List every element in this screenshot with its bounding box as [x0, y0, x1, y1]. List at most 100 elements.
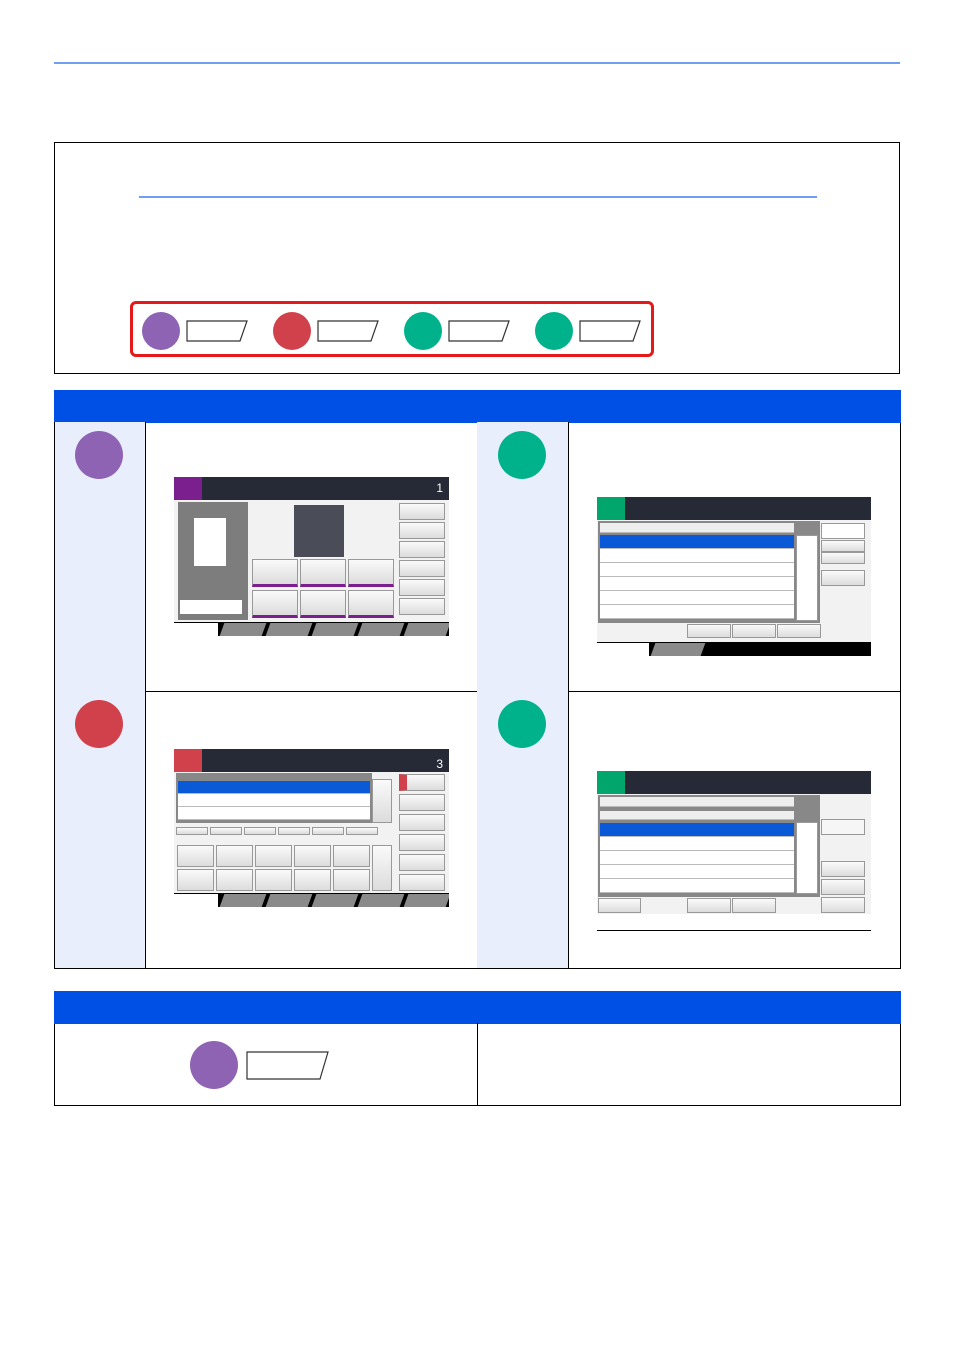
side-button[interactable]	[399, 774, 445, 791]
key-label-shape	[186, 320, 248, 342]
side-button[interactable]	[399, 541, 445, 558]
path-field	[600, 797, 794, 807]
bottom-button[interactable]	[777, 624, 821, 638]
side-button[interactable]	[821, 552, 865, 564]
preview-button[interactable]	[180, 600, 242, 614]
option-button[interactable]	[244, 827, 276, 835]
panel-rule	[139, 196, 817, 198]
destination-button[interactable]	[177, 845, 214, 867]
document-box-screen	[597, 497, 871, 656]
list-item[interactable]	[600, 591, 794, 605]
side-button[interactable]	[821, 819, 865, 835]
destination-button[interactable]	[294, 845, 331, 867]
tab[interactable]	[219, 623, 267, 636]
function-tile[interactable]	[252, 559, 298, 587]
tab[interactable]	[311, 623, 359, 636]
side-button[interactable]	[821, 879, 865, 895]
side-button[interactable]	[399, 814, 445, 831]
tab-bar	[174, 622, 449, 636]
document-box-key-icon	[404, 312, 442, 350]
destination-button[interactable]	[255, 869, 292, 891]
tab[interactable]	[650, 643, 706, 656]
destination-button[interactable]	[294, 869, 331, 891]
document-box-key-icon	[498, 700, 546, 748]
tab[interactable]	[357, 623, 405, 636]
bottom-button[interactable]	[732, 624, 776, 638]
destination-button[interactable]	[177, 869, 214, 891]
key-highlight	[130, 301, 654, 357]
scrollbar[interactable]	[372, 845, 392, 891]
tab[interactable]	[311, 894, 359, 907]
destination-button[interactable]	[255, 845, 292, 867]
scrollbar[interactable]	[796, 822, 818, 894]
function-tile[interactable]	[348, 590, 394, 618]
list-item[interactable]	[178, 781, 370, 794]
list-item[interactable]	[600, 851, 794, 865]
side-button[interactable]	[399, 598, 445, 615]
option-button[interactable]	[176, 827, 208, 835]
key-label-shape	[246, 1051, 329, 1080]
option-button[interactable]	[210, 827, 242, 835]
tab[interactable]	[219, 894, 267, 907]
row-divider	[568, 691, 901, 692]
function-tile[interactable]	[300, 590, 346, 618]
list-item[interactable]	[600, 577, 794, 591]
list-item[interactable]	[600, 865, 794, 879]
function-tile[interactable]	[252, 590, 298, 618]
page-preview	[194, 518, 226, 566]
list-header[interactable]	[600, 811, 794, 820]
scrollbar[interactable]	[372, 779, 392, 823]
side-button[interactable]	[399, 834, 445, 851]
destination-button[interactable]	[216, 845, 253, 867]
list-item[interactable]	[600, 605, 794, 619]
destination-button[interactable]	[216, 869, 253, 891]
tab[interactable]	[403, 623, 449, 636]
list-item[interactable]	[600, 535, 794, 549]
side-button[interactable]	[399, 522, 445, 539]
bottom-button[interactable]	[687, 898, 731, 913]
bottom-button[interactable]	[687, 624, 731, 638]
top-rule	[54, 62, 900, 64]
tab[interactable]	[265, 894, 313, 907]
tab-active[interactable]	[174, 623, 218, 636]
list-item[interactable]	[600, 879, 794, 893]
function-tile[interactable]	[348, 559, 394, 587]
tab[interactable]	[357, 894, 405, 907]
function-tile[interactable]	[300, 559, 346, 587]
side-button[interactable]	[821, 540, 865, 552]
list-item[interactable]	[600, 549, 794, 563]
list-item[interactable]	[600, 823, 794, 837]
side-button[interactable]	[399, 854, 445, 871]
side-button[interactable]	[821, 523, 865, 539]
side-button[interactable]	[399, 503, 445, 520]
tab[interactable]	[265, 623, 313, 636]
list-item[interactable]	[600, 837, 794, 851]
destination-button[interactable]	[333, 845, 370, 867]
option-button[interactable]	[278, 827, 310, 835]
tab-active[interactable]	[597, 643, 649, 656]
tab-active[interactable]	[174, 894, 218, 907]
destination-button[interactable]	[333, 869, 370, 891]
copy-screen: 1	[174, 477, 449, 636]
scrollbar[interactable]	[796, 535, 818, 621]
side-button[interactable]	[399, 579, 445, 596]
list-header[interactable]	[600, 523, 794, 533]
side-button[interactable]	[399, 560, 445, 577]
copy-key-icon	[190, 1041, 238, 1089]
option-button[interactable]	[346, 827, 378, 835]
side-button[interactable]	[821, 570, 865, 586]
table-header-cell	[568, 390, 901, 423]
side-button[interactable]	[821, 861, 865, 877]
copy-key-icon	[75, 431, 123, 479]
option-button[interactable]	[312, 827, 344, 835]
bottom-button[interactable]	[732, 898, 776, 913]
tab[interactable]	[403, 894, 449, 907]
list-item[interactable]	[600, 563, 794, 577]
list-item[interactable]	[178, 807, 370, 820]
side-button[interactable]	[821, 897, 865, 913]
destination-count: 3	[436, 757, 443, 771]
side-button[interactable]	[399, 794, 445, 811]
side-button[interactable]	[399, 874, 445, 891]
bottom-button[interactable]	[598, 898, 641, 913]
list-item[interactable]	[178, 794, 370, 807]
